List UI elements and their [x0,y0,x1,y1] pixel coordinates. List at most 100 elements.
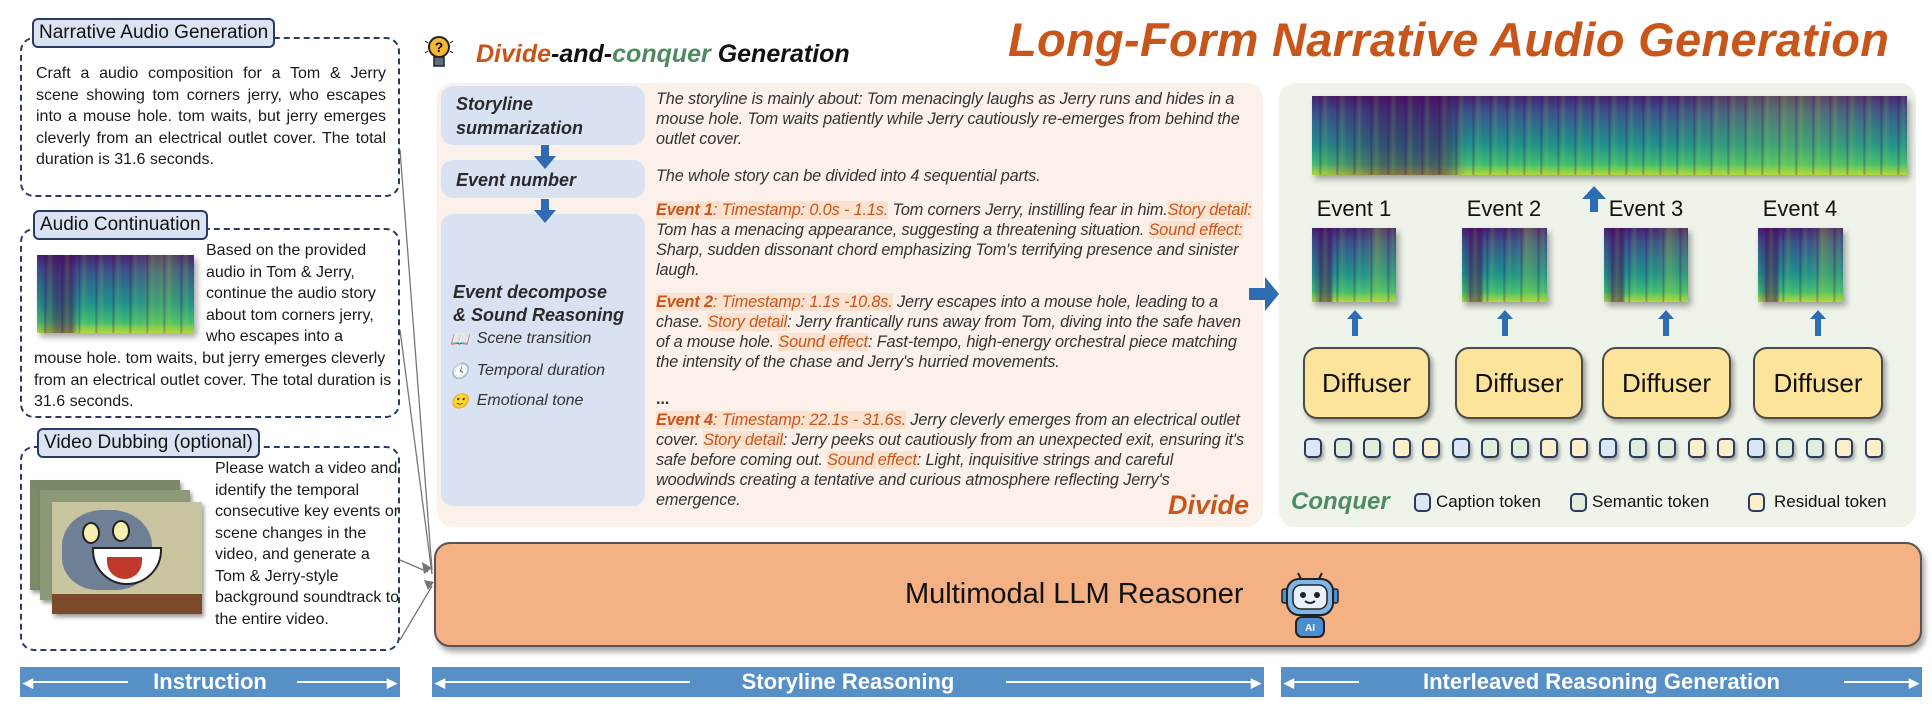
left-arrow-icon: ◀ [1284,675,1294,690]
residual-swatch [1748,492,1765,512]
event-3-spectrogram [1604,228,1688,302]
continuation-text-bottom: mouse hole. tom waits, but jerry emerges… [34,350,392,410]
caption-token [1746,438,1765,458]
main-title: Long-Form Narrative Audio Generation [1008,13,1890,66]
diffuser-3: Diffuser [1602,347,1731,419]
step-summarization-label: Storyline summarization [456,94,584,138]
residual-token [1864,438,1883,458]
right-arrow-icon [1249,277,1279,311]
residual-token [1422,438,1440,458]
sub-label: Emotional tone [476,392,584,409]
caption-token [1599,438,1617,458]
sub-label: Scene transition [476,330,592,347]
tag-narrative-audio-generation: Narrative Audio Generation [32,18,276,48]
step-event-number-label: Event number [456,170,577,190]
event-3-label: Event 3 [1608,196,1684,221]
semantic-token [1333,438,1352,458]
up-arrow-icon [1347,310,1363,336]
up-arrow-icon [1582,186,1606,212]
event-timestamp: : Timestamp: 1.1s -10.8s. [712,293,893,311]
legend-label: Semantic token [1592,492,1710,511]
caption-token [1304,438,1322,458]
sub-label: Temporal duration [476,362,606,379]
residual-token [1392,438,1411,458]
right-arrow-line [1006,681,1256,683]
llm-label: Multimodal LLM Reasoner [905,578,1244,610]
event-timestamp: : Timestamp: 22.1s - 31.6s. [712,411,906,429]
continuation-text-side: Based on the provided audio in Tom & Jer… [206,242,376,345]
story-detail-label: Story detail [707,313,788,331]
smiley-icon: 🙂 [450,393,469,410]
section-interleaved-generation: ◀ Interleaved Reasoning Generation ▶ [1281,667,1922,697]
story-detail-label: Story detail: [1167,201,1252,219]
event-2-label: Event 2 [1466,196,1542,221]
event-1-spectrogram [1312,228,1396,302]
event-1-description: Event 1: Timestamp: 0.0s - 1.1s. Tom cor… [656,200,1252,280]
instruction-box-continuation [20,228,400,418]
event-label: Event 4 [656,411,713,429]
left-arrow-icon: ◀ [435,675,445,690]
event-count-text: The whole story can be divided into 4 se… [656,167,1041,185]
up-arrow-icon [1810,310,1826,336]
diffuser-1: Diffuser [1303,347,1430,419]
diffuser-2: Diffuser [1455,347,1583,419]
right-arrow-icon: ▶ [1251,675,1261,690]
semantic-token [1805,438,1824,458]
clock-icon: 🕓 [450,363,469,380]
residual-token [1540,438,1558,458]
up-arrow-icon [1497,310,1513,336]
right-arrow-line [297,681,392,683]
caption-token [1451,438,1470,458]
right-arrow-line [1844,681,1914,683]
semantic-token [1776,438,1794,458]
ellipsis: ... [656,390,670,408]
lightbulb-icon: ? [424,33,454,71]
section-label: Interleaved Reasoning Generation [1423,669,1780,694]
story-detail: : Jerry frantically runs away from Tom, … [656,313,1241,351]
event-summary: Tom corners Jerry, instilling fear in hi… [888,201,1168,219]
event-2-description: Event 2: Timestamp: 1.1s -10.8s. Jerry e… [656,292,1252,372]
diffuser-4: Diffuser [1753,347,1883,419]
event-2-spectrogram [1462,228,1547,302]
section-instruction: ◀ Instruction ▶ [20,667,400,697]
event-1-label: Event 1 [1316,196,1392,221]
legend-caption: Caption token [1414,492,1541,512]
narrative-instruction-text: Craft a audio composition for a Tom & Je… [36,65,386,168]
left-arrow-line [1289,681,1359,683]
event-4-spectrogram [1758,228,1843,302]
tag-audio-continuation: Audio Continuation [33,210,208,240]
left-arrow-line [440,681,690,683]
section-storyline-reasoning: ◀ Storyline Reasoning ▶ [432,667,1264,697]
conquer-label: Conquer [1291,488,1390,515]
step-decompose-label-1: Event decompose [453,282,608,302]
right-arrow-icon: ▶ [387,675,397,690]
semantic-token [1658,438,1676,458]
left-arrow-line [28,681,128,683]
sub-scene-transition: 📖Scene transition [450,330,591,348]
sub-emotional-tone: 🙂 Emotional tone [450,392,583,410]
event-4-label: Event 4 [1762,196,1838,221]
residual-token [1835,438,1853,458]
up-arrow-icon [1658,310,1674,336]
semantic-swatch [1570,492,1587,512]
residual-token [1569,438,1588,458]
sound-effect-label: Sound effect [778,333,868,351]
video-frames-thumbnail [30,480,205,618]
heading-and: -and- [551,40,613,68]
legend-semantic: Semantic token [1570,492,1709,512]
divide-label: Divide [1168,490,1250,520]
input-spectrogram [37,255,194,333]
section-label: Instruction [153,669,267,694]
legend-label: Caption token [1436,492,1541,511]
event-summary: Jerry escapes into a mouse hole, leading… [656,293,1218,331]
robot-badge: AI [1305,623,1315,634]
sound-effect: : Light, inquisitive strings and careful… [656,451,1174,509]
heading-divide: Divide [476,40,552,68]
heading-conquer: conquer [612,40,711,68]
tag-video-dubbing: Video Dubbing (optional) [37,428,260,458]
event-label: Event 1 [656,201,713,219]
sound-effect-label: Sound effect [827,451,917,469]
down-arrow-icon [534,145,556,169]
multimodal-llm-reasoner [434,542,1922,647]
